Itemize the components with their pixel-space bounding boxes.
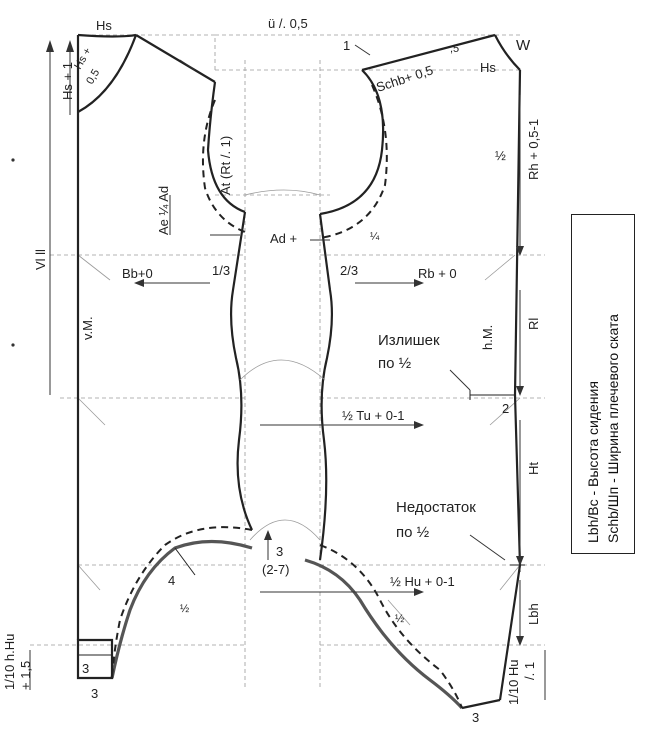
label-hu-right-1: 1/10 Hu [506,659,521,705]
label-schb: Schb+ 0,5 [374,62,435,94]
label-ht: Ht [526,462,541,475]
label-rh: Rh + 0,5-1 [526,119,541,180]
label-two: 2 [502,401,509,416]
label-four: 4 [168,573,175,588]
label-half-right: ½ [395,613,404,625]
label-hu-left-1: 1/10 h.Hu [2,634,17,690]
label-three-bottom-left: 3 [91,686,98,701]
label-two-third: 2/3 [340,263,358,278]
label-half-hu: ½ Hu + 0-1 [390,574,455,589]
label-vl: Vl ll [33,249,48,270]
dimension-arrows [29,40,546,700]
label-izlishek: Излишек [378,332,440,349]
label-half-rh: ½ [495,148,506,163]
legend-text: Lbh/Bc - Высота сидения Schb/Шп - Ширина… [572,215,634,553]
label-two-seven: (2-7) [262,562,289,577]
back-piece [304,33,525,710]
label-hs-plus-value: 0,5 [84,67,102,86]
label-three-bottom-right: 3 [472,710,479,725]
label-three-box: 3 [82,661,89,676]
legend-line-1: Lbh/Bc - Высота сидения [585,381,601,543]
label-quarter: ¼ [370,231,380,243]
label-po-half-2: по ½ [396,524,430,541]
label-ad-plus: Ad + [270,231,297,246]
label-hs-left: Hs [96,18,112,33]
label-ae: Ae ¼ Ad [156,186,171,235]
label-w: W [516,37,531,54]
label-half-left: ½ [180,603,189,615]
label-half-tu: ½ Tu + 0-1 [342,408,405,423]
label-vm: v.M. [80,316,95,340]
legend-box: Lbh/Bc - Высота сидения Schb/Шп - Ширина… [571,214,635,554]
label-lbh: Lbh [526,603,541,625]
label-rb: Rb + 0 [418,266,457,281]
label-at: At (Rt /. 1) [218,136,233,195]
margin-dots [11,158,15,347]
label-one-third: 1/3 [212,263,230,278]
label-u-05: ü /. 0,5 [268,16,308,31]
label-point-1: 1 [343,38,350,53]
front-piece [76,33,253,680]
label-bb: Bb+0 [122,266,153,281]
label-hu-left-2: + 1,5 [18,661,33,690]
legend-line-2: Schb/Шп - Ширина плечевого ската [605,314,621,543]
label-nedostatok: Недостаток [396,499,476,516]
label-rl: Rl [526,318,541,330]
pattern-labels: Hs Hs + 0,5 Hs + 1 ü /. 0,5 1 Schb+ 0,5 … [2,16,541,725]
label-hs-plus-1: Hs + 1 [60,62,75,100]
label-po-half-1: по ½ [378,355,412,372]
label-hu-right-2: /. 1 [522,662,537,680]
label-hs-right: Hs [480,60,496,75]
label-three-center: 3 [276,544,283,559]
label-point5: ,5 [450,43,459,55]
label-hm: h.M. [480,325,495,350]
